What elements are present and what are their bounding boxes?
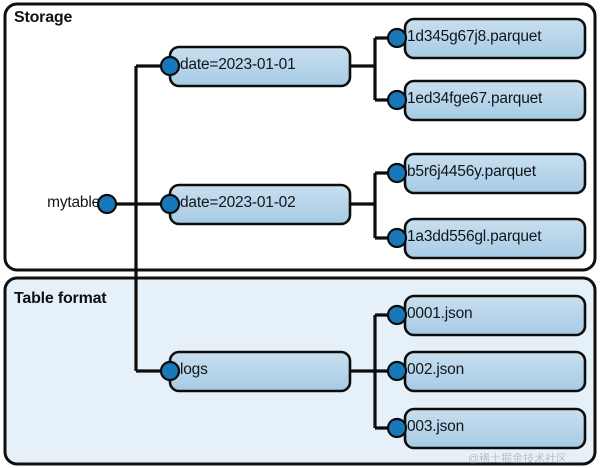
node-anchor-dot-file-0001-json xyxy=(386,304,408,326)
node-anchor-dot-file-002-json xyxy=(386,360,408,382)
node-label-logs: logs xyxy=(180,361,208,378)
node-label-file-003-json: 003.json xyxy=(407,418,465,435)
node-anchor-dot-file-1ed34fge67-parquet xyxy=(386,89,408,111)
node-anchor-dot-file-1a3dd556gl-parquet xyxy=(386,227,408,249)
node-anchor-dot-logs xyxy=(159,360,181,382)
node-label-date-2023-01-01: date=2023-01-01 xyxy=(180,56,296,73)
node-label-file-1ed34fge67-parquet: 1ed34fge67.parquet xyxy=(407,90,543,107)
node-label-file-0001-json: 0001.json xyxy=(407,305,473,322)
node-label-file-002-json: 002.json xyxy=(407,361,465,378)
container-label-table-format: Table format xyxy=(14,290,107,307)
root-label-mytable: mytable xyxy=(47,194,100,211)
watermark-text: @稀土掘金技术社区 xyxy=(468,453,568,465)
node-label-file-1d345g67j8-parquet: 1d345g67j8.parquet xyxy=(407,28,542,45)
node-anchor-dot-file-1d345g67j8-parquet xyxy=(386,27,408,49)
node-anchor-dot-date-2023-01-01 xyxy=(159,55,181,77)
node-anchor-dot-file-003-json xyxy=(386,417,408,439)
root-anchor-dot-mytable xyxy=(96,193,118,215)
node-label-file-1a3dd556gl-parquet: 1a3dd556gl.parquet xyxy=(407,228,542,245)
circles-group xyxy=(96,27,408,439)
node-label-file-b5r6j4456y-parquet: b5r6j4456y.parquet xyxy=(407,163,536,180)
node-label-date-2023-01-02: date=2023-01-02 xyxy=(180,194,296,211)
container-label-storage: Storage xyxy=(14,9,73,26)
node-anchor-dot-date-2023-01-02 xyxy=(159,193,181,215)
node-anchor-dot-file-b5r6j4456y-parquet xyxy=(386,162,408,184)
